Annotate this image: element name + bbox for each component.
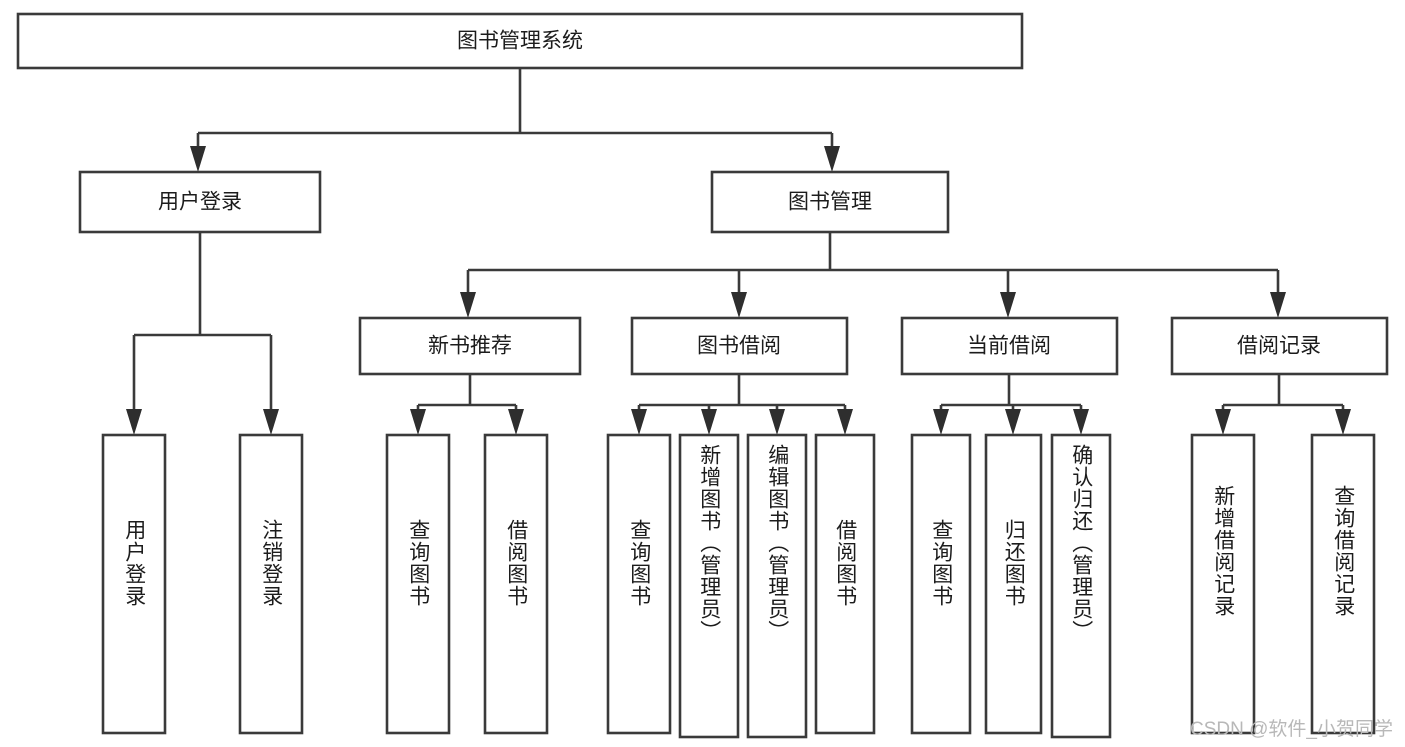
connector-current-borrow-to-leaves [933, 374, 1089, 435]
node-current-borrow-box[interactable] [900, 316, 1119, 376]
csdn-watermark: CSDN @软件_小贺同学 [1190, 719, 1393, 740]
arrow-head-icon [1073, 409, 1089, 435]
arrow-head-icon [1000, 292, 1016, 318]
leaf-add-book-box[interactable] [678, 433, 740, 739]
node-user-login-label: 用户登录 [158, 191, 242, 214]
arrow-head-icon [1005, 409, 1021, 435]
leaf-borrow-book-1-box[interactable] [483, 433, 549, 735]
arrow-head-icon [769, 409, 785, 435]
arrow-head-icon [190, 146, 206, 172]
node-new-book-recommend-box[interactable] [358, 316, 582, 376]
connector-book-manage-to-level2 [460, 232, 1286, 318]
node-root[interactable]: 图书管理系统 [16, 12, 1024, 70]
connector-user-login-to-leaves [126, 232, 279, 435]
arrow-head-icon [410, 409, 426, 435]
node-book-manage[interactable]: 图书管理 [710, 170, 950, 234]
node-book-borrow[interactable]: 图书借阅 [630, 316, 849, 376]
node-new-book-recommend[interactable]: 新书推荐 [358, 316, 582, 376]
node-root-label: 图书管理系统 [457, 30, 583, 53]
arrow-head-icon [508, 409, 524, 435]
node-new-book-recommend-label: 新书推荐 [428, 335, 512, 358]
leaf-confirm-return-box[interactable] [1050, 433, 1112, 739]
leaf-user-login-box[interactable] [101, 433, 167, 735]
node-user-login[interactable]: 用户登录 [78, 170, 322, 234]
arrow-head-icon [460, 292, 476, 318]
arrow-head-icon [1215, 409, 1231, 435]
leaf-logout-box[interactable] [238, 433, 304, 735]
leaf-add-record-box[interactable] [1190, 433, 1256, 735]
leaf-return-book-box[interactable] [984, 433, 1043, 735]
leaf-query-record-box[interactable] [1310, 433, 1376, 735]
leaf-boxes-group [101, 433, 1376, 739]
leaf-borrow-book-2-box[interactable] [814, 433, 876, 735]
connector-new-book-recommend-to-leaves [410, 374, 524, 435]
leaf-query-book-1-box[interactable] [385, 433, 451, 735]
arrow-head-icon [824, 146, 840, 172]
node-user-login-box[interactable] [78, 170, 322, 234]
node-current-borrow-label: 当前借阅 [967, 335, 1051, 358]
arrow-head-icon [1335, 409, 1351, 435]
leaf-edit-book-box[interactable] [746, 433, 808, 739]
arrow-head-icon [1270, 292, 1286, 318]
arrow-head-icon [263, 409, 279, 435]
arrow-head-icon [631, 409, 647, 435]
node-borrow-record[interactable]: 借阅记录 [1170, 316, 1389, 376]
arrow-head-icon [933, 409, 949, 435]
connector-book-borrow-to-leaves [631, 374, 853, 435]
connector-borrow-record-to-leaves [1215, 374, 1351, 435]
arrow-head-icon [126, 409, 142, 435]
arrow-head-icon [731, 292, 747, 318]
arrow-head-icon [701, 409, 717, 435]
node-current-borrow[interactable]: 当前借阅 [900, 316, 1119, 376]
node-root-box[interactable] [16, 12, 1024, 70]
arrow-head-icon [837, 409, 853, 435]
leaf-query-book-3-box[interactable] [910, 433, 972, 735]
node-book-manage-label: 图书管理 [788, 191, 872, 214]
connector-root-to-level1 [190, 68, 840, 172]
node-book-borrow-label: 图书借阅 [697, 335, 781, 358]
leaf-query-book-2-box[interactable] [606, 433, 672, 735]
node-borrow-record-label: 借阅记录 [1237, 335, 1321, 358]
